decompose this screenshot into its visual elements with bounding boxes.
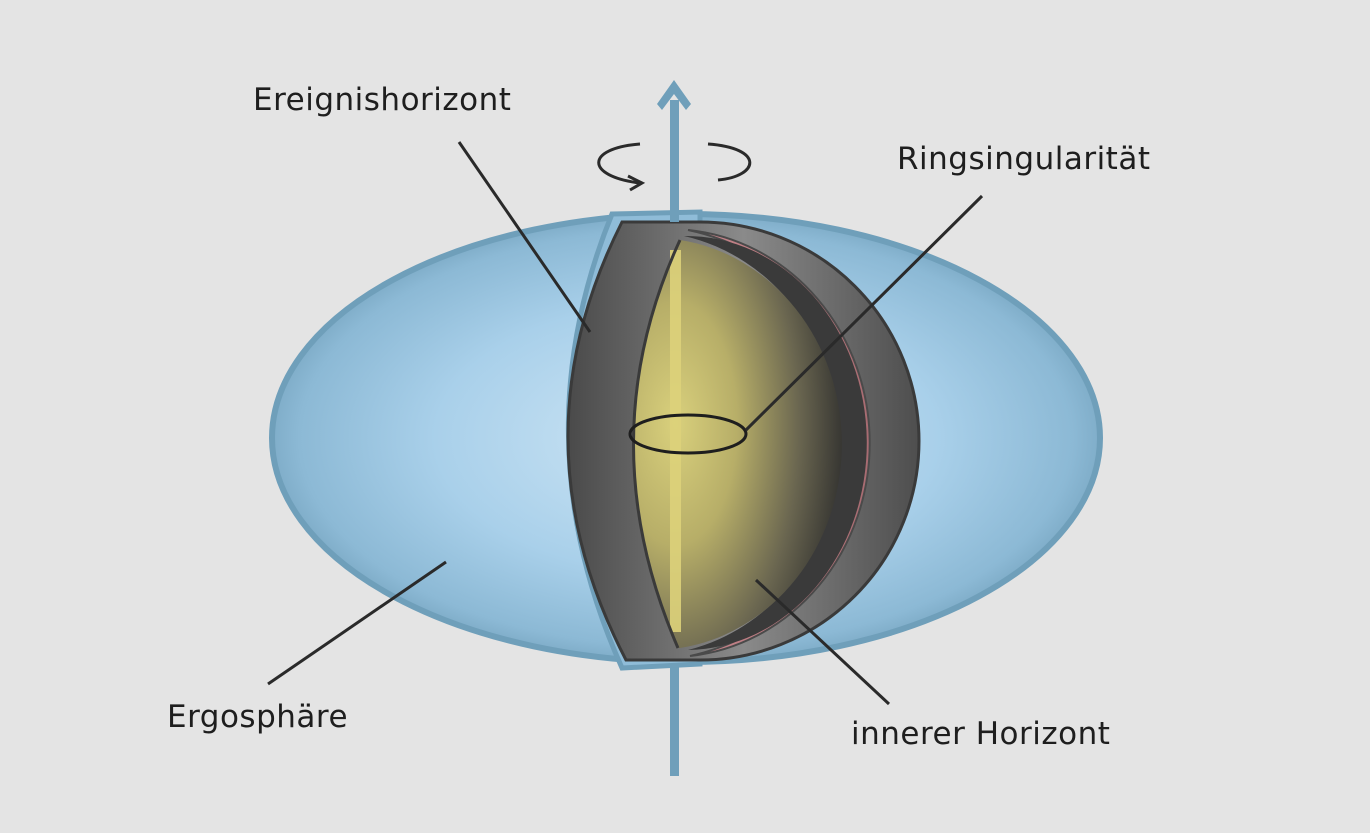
- rotation-axis-lower: [670, 640, 679, 776]
- rotation-direction-arrow: [597, 142, 752, 185]
- event-horizon-label: Ereignishorizont: [253, 82, 512, 118]
- leader-inner-horizon: [754, 578, 891, 706]
- rotation-axis-arrowhead: [657, 80, 691, 110]
- rotation-arrowhead: [627, 174, 646, 192]
- leader-ring-singularity: [744, 194, 984, 432]
- ergosphere-label: Ergosphäre: [167, 699, 349, 735]
- ring-singularity: [628, 413, 748, 455]
- rotation-axis-upper: [670, 100, 679, 222]
- leader-ergosphere: [267, 560, 447, 686]
- ring-singularity-label: Ringsingularität: [897, 141, 1151, 177]
- inner-gap: [684, 235, 867, 650]
- cut-plane: [670, 250, 681, 632]
- inner-horizon-label: innerer Horizont: [851, 716, 1111, 752]
- leader-event-horizon: [457, 141, 592, 333]
